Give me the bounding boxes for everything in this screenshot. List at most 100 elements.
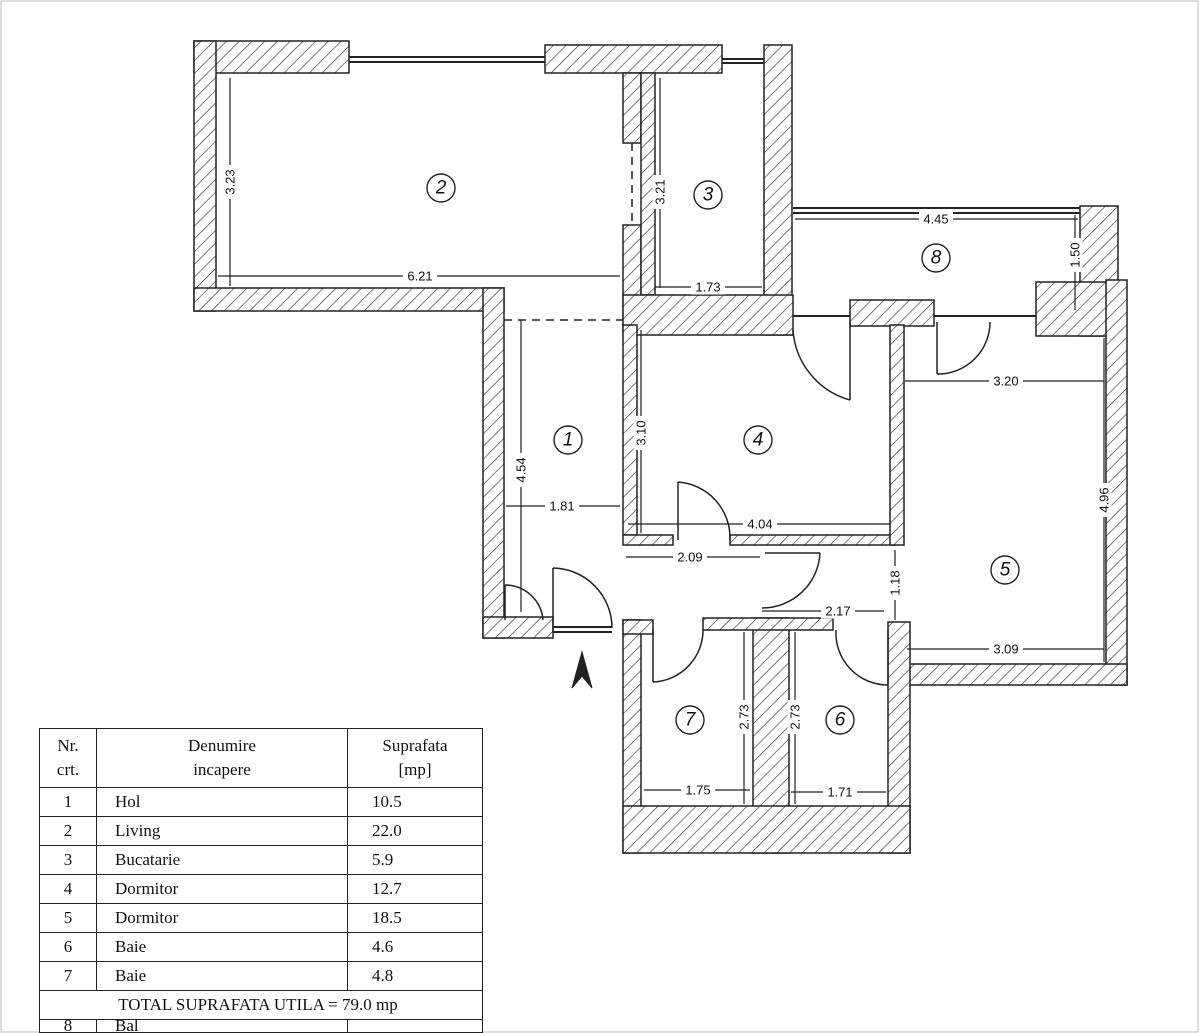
wall-pillar-upper bbox=[622, 72, 642, 144]
dimension-label: 1.73 bbox=[695, 280, 720, 295]
dimension-label-group: 4.04 bbox=[743, 516, 777, 532]
room-number: 3 bbox=[703, 185, 714, 206]
dimension-label-group: 2.09 bbox=[673, 549, 707, 565]
dimension-label-group: 1.50 bbox=[1067, 238, 1083, 272]
dimension-label: 3.21 bbox=[653, 179, 668, 204]
dimension-label: 1.71 bbox=[827, 785, 852, 800]
room-number: 5 bbox=[1000, 560, 1011, 581]
dimension-label-group: 4.96 bbox=[1096, 483, 1112, 517]
dimension-label-group: 1.18 bbox=[887, 566, 903, 600]
dimension-label-group: 2.73 bbox=[787, 700, 803, 734]
dimension-label-group: 1.81 bbox=[545, 498, 579, 514]
entrance-arrow-icon bbox=[571, 650, 593, 689]
dimension-label-group: 3.21 bbox=[652, 175, 668, 209]
dimension-label: 3.09 bbox=[993, 642, 1018, 657]
room-number: 7 bbox=[685, 710, 697, 731]
dimension-label-group: 4.54 bbox=[513, 453, 529, 487]
door-bath6 bbox=[835, 629, 889, 686]
dimension-label-group: 3.20 bbox=[989, 373, 1023, 389]
door-balcony-right bbox=[936, 321, 991, 375]
room-number: 6 bbox=[835, 710, 846, 731]
room-number-circle bbox=[743, 425, 773, 455]
wall-partition-4-5 bbox=[889, 324, 905, 546]
dimension-label: 2.73 bbox=[737, 704, 752, 729]
room-number: 1 bbox=[563, 430, 574, 451]
openings bbox=[504, 143, 633, 321]
door-bath7 bbox=[652, 629, 704, 683]
room-number-circle bbox=[675, 705, 705, 735]
dimension-label: 4.96 bbox=[1097, 487, 1112, 512]
wall-baths-bottom bbox=[622, 805, 911, 854]
door-entrance bbox=[552, 567, 613, 632]
room-number-circle bbox=[825, 705, 855, 735]
room-number-circle bbox=[426, 173, 456, 203]
dimension-label-group: 2.73 bbox=[736, 700, 752, 734]
wall-kitchen-bottom bbox=[622, 294, 794, 336]
room-number-circle bbox=[553, 425, 583, 455]
dimension-label-group: 4.45 bbox=[919, 211, 953, 227]
dimension-label: 1.75 bbox=[685, 783, 710, 798]
room-numbers: 1 2 3 4 5 6 7 8 bbox=[426, 173, 1020, 735]
dimension-label-group: 6.21 bbox=[403, 268, 437, 284]
doors bbox=[504, 321, 991, 686]
dimension-label: 4.04 bbox=[747, 517, 772, 532]
legend-header-area: Suprafata[mp] bbox=[347, 728, 483, 788]
wall-hall-left bbox=[482, 287, 505, 639]
room-number-circle bbox=[693, 180, 723, 210]
dimension-label: 4.45 bbox=[923, 212, 948, 227]
wall-bath-top bbox=[702, 617, 834, 631]
wall-kitchen-right bbox=[763, 44, 793, 336]
room-number-circle bbox=[921, 243, 951, 273]
dimension-label-group: 1.75 bbox=[681, 782, 715, 798]
room-number: 8 bbox=[931, 248, 942, 269]
door-bedroom4 bbox=[677, 481, 731, 541]
room-number: 2 bbox=[435, 178, 447, 199]
dimension-label: 3.23 bbox=[223, 169, 238, 194]
wall-bedroom5-bottom bbox=[904, 663, 1128, 686]
dimension-label-group: 3.23 bbox=[222, 165, 238, 199]
wall-bath7-top-left bbox=[622, 619, 654, 635]
dimension-label: 1.81 bbox=[549, 499, 574, 514]
dimension-label: 2.17 bbox=[825, 604, 850, 619]
room-number: 4 bbox=[753, 430, 764, 451]
door-balcony-left bbox=[792, 322, 851, 401]
wall-hall-bottom-left bbox=[482, 616, 554, 639]
dimension-label: 1.18 bbox=[888, 570, 903, 595]
wall-living-left bbox=[193, 40, 217, 312]
wall-living-bottom bbox=[193, 287, 505, 312]
room-number-circle bbox=[990, 555, 1020, 585]
windows bbox=[349, 56, 1080, 633]
dimension-label-group: 1.71 bbox=[823, 784, 857, 800]
wall-living-top-mid bbox=[544, 44, 723, 74]
legend-total-row: TOTAL SUPRAFATA UTILA = 79.0 mp bbox=[39, 990, 483, 1020]
wall-bedroom5-right bbox=[1105, 279, 1128, 686]
wall-bedroom4-bottom bbox=[622, 534, 674, 546]
dimension-label: 1.50 bbox=[1068, 242, 1083, 267]
wall-balcony-pillar bbox=[849, 299, 935, 327]
dimension-label-group: 2.17 bbox=[821, 603, 855, 619]
wall-living-top bbox=[193, 40, 350, 74]
dimension-label-group: 3.09 bbox=[989, 641, 1023, 657]
dimension-label: 6.21 bbox=[407, 269, 432, 284]
dimension-label: 4.54 bbox=[514, 457, 529, 482]
wall-bedroom4-bottom-right bbox=[729, 534, 896, 546]
door-hall-small bbox=[504, 584, 544, 621]
dimension-label: 3.20 bbox=[993, 374, 1018, 389]
door-bath-hall bbox=[761, 552, 821, 609]
dimension-label: 2.73 bbox=[788, 704, 803, 729]
dimension-label-group: 3.10 bbox=[633, 416, 649, 450]
walls bbox=[193, 40, 1128, 854]
